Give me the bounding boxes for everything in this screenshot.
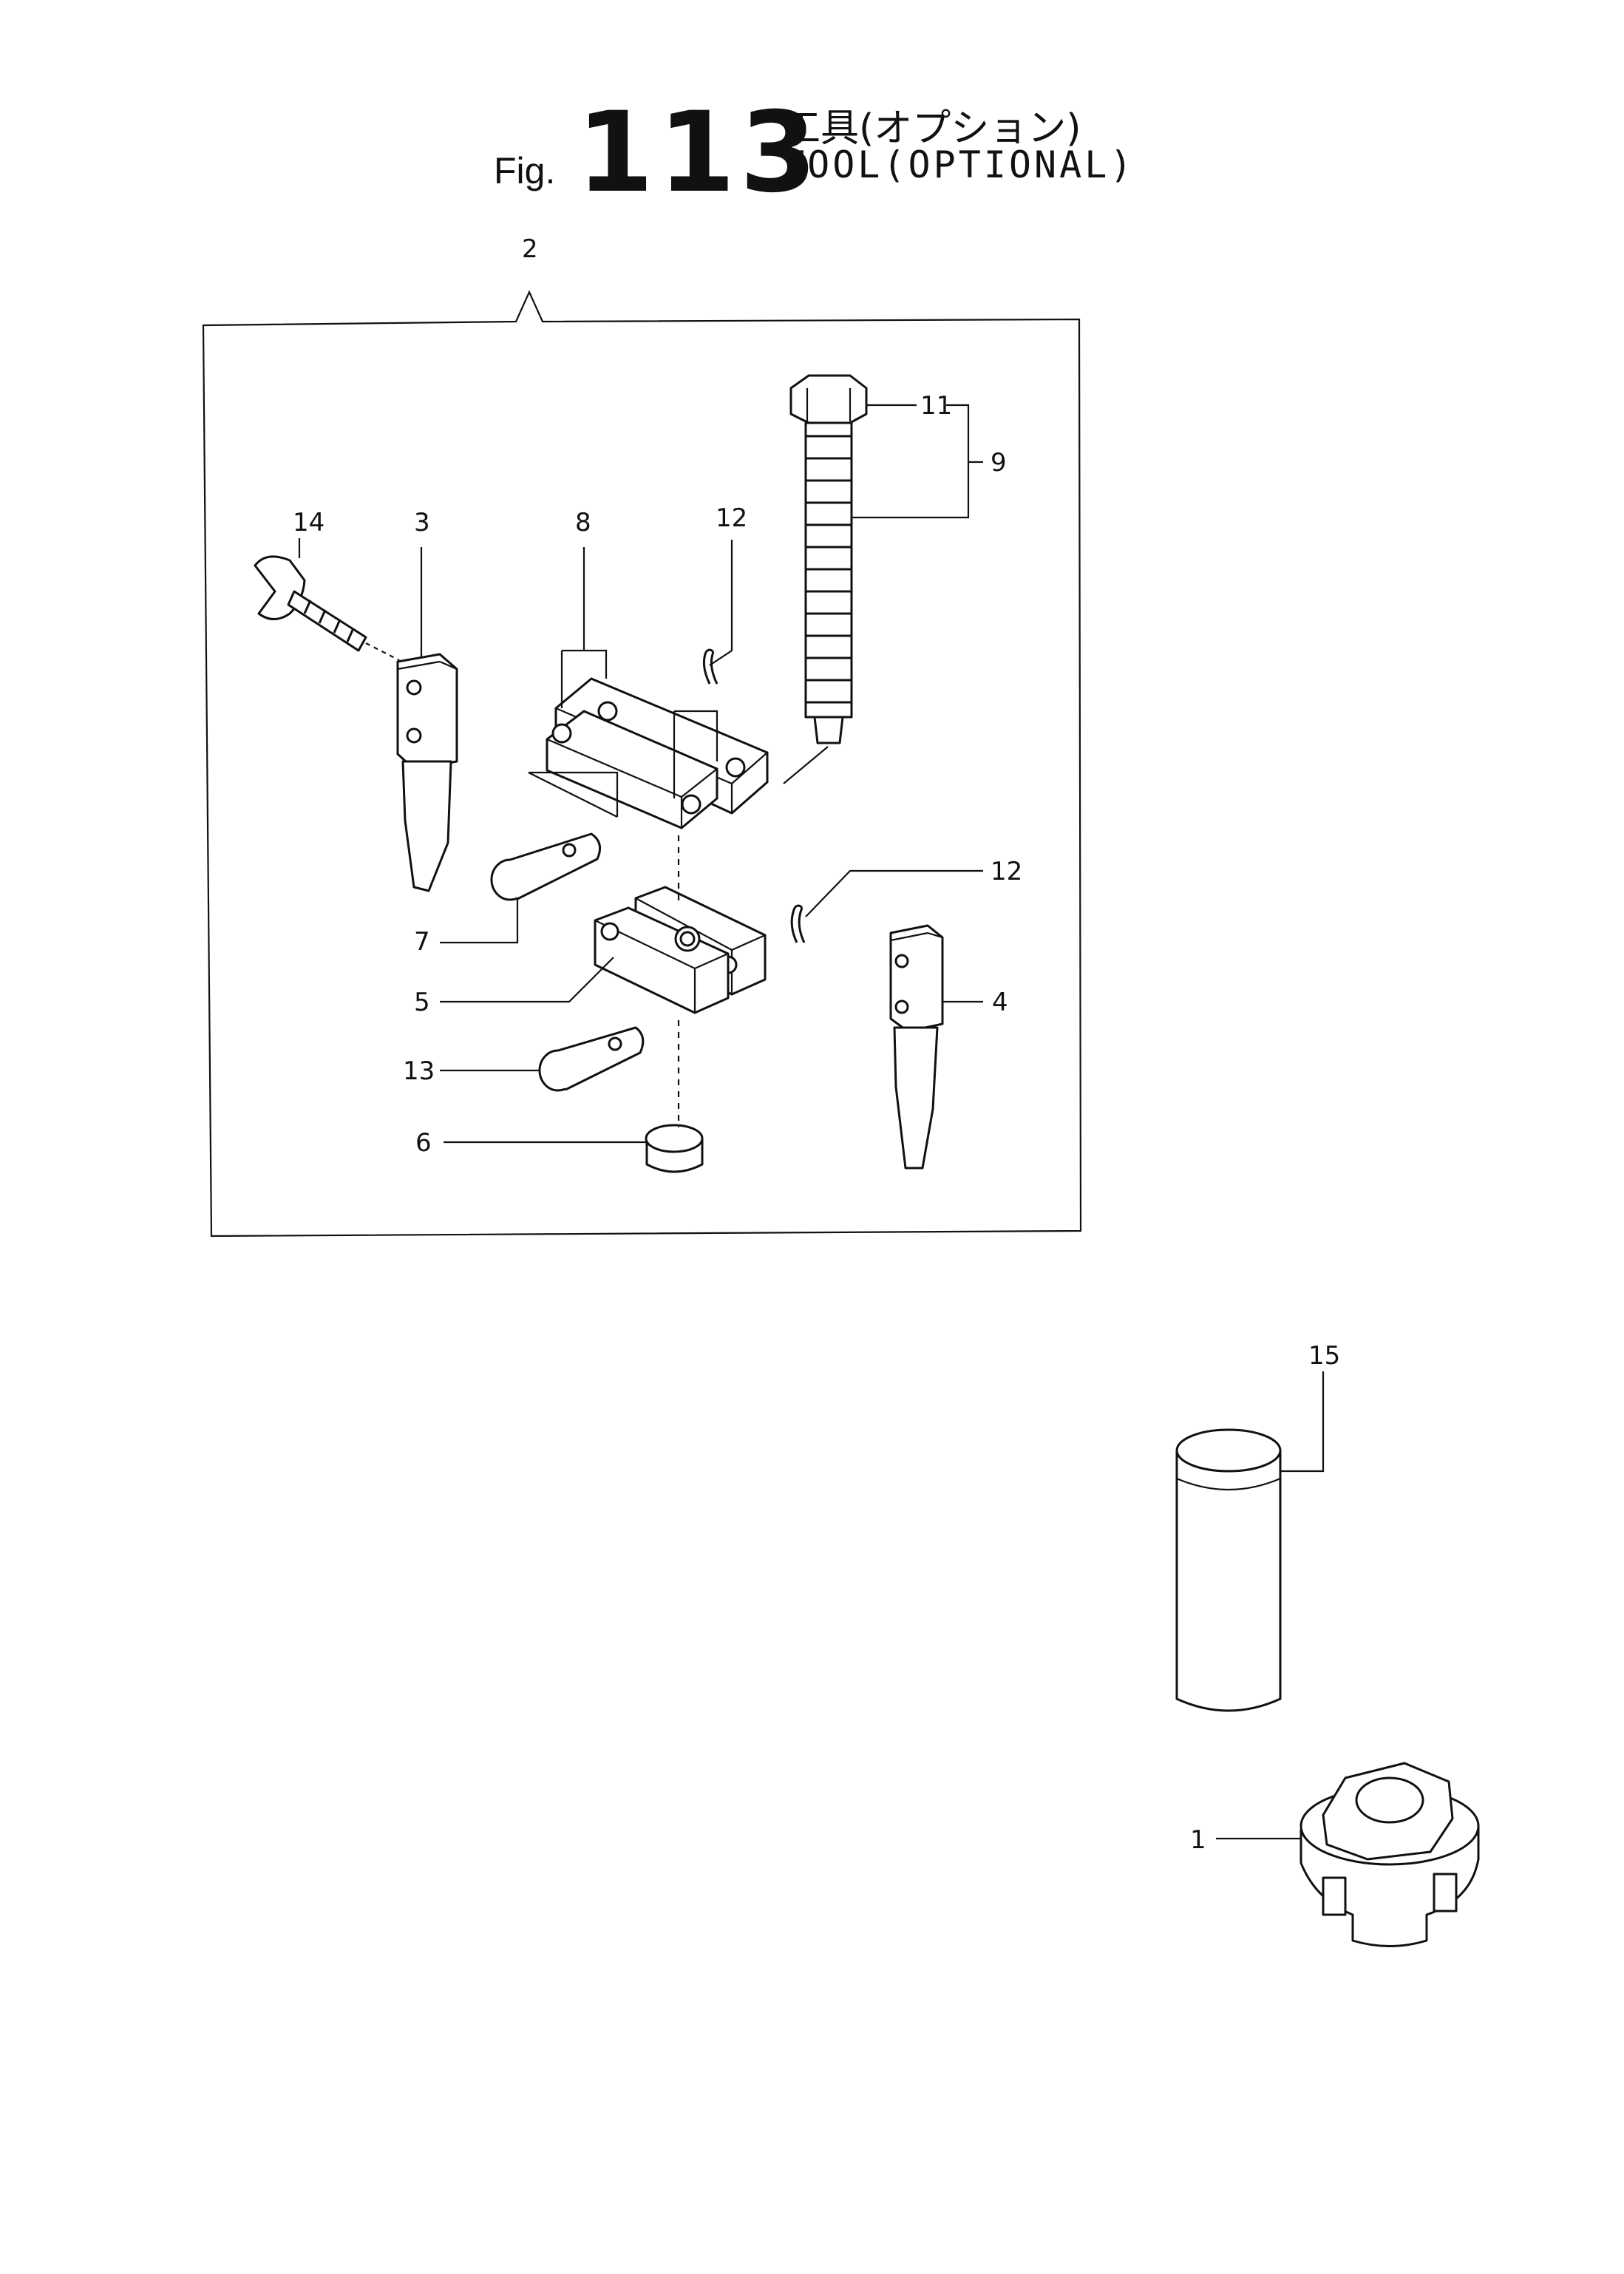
callout-8: 8 <box>575 508 591 537</box>
part-cylinder-15 <box>1175 1428 1282 1712</box>
callout-12-upper: 12 <box>716 503 747 533</box>
part-pin-13 <box>538 1026 645 1092</box>
callout-1: 1 <box>1190 1825 1206 1855</box>
bolt-leader <box>783 746 829 784</box>
callout-3: 3 <box>414 508 430 537</box>
callout-7: 7 <box>414 927 430 957</box>
part-yoke-5 <box>594 886 767 1014</box>
callout-5: 5 <box>414 988 430 1017</box>
part-spacer-6 <box>645 1124 704 1173</box>
callout-12-lower: 12 <box>991 857 1022 886</box>
part-bolt-9 <box>789 374 868 744</box>
callout-15: 15 <box>1308 1341 1340 1371</box>
assembly-frame-2 <box>202 290 1082 1238</box>
callout-6: 6 <box>415 1128 432 1158</box>
part-wing-screw-14 <box>254 555 400 661</box>
fig-label: Fig. <box>494 150 556 191</box>
callout-11: 11 <box>920 391 952 421</box>
part-jaw-4 <box>889 924 944 1170</box>
leader-lines <box>298 404 1325 1840</box>
callout-9: 9 <box>991 448 1007 478</box>
part-nut-1 <box>1299 1762 1480 1947</box>
callout-13: 13 <box>403 1056 435 1086</box>
title-japanese: 工具(オプション) <box>782 106 1081 151</box>
callout-14: 14 <box>293 508 325 537</box>
fig-number: 113 <box>577 89 822 217</box>
part-cotter-pin-12-lower <box>790 904 806 943</box>
callout-4: 4 <box>992 988 1008 1017</box>
part-pin-7 <box>490 771 619 901</box>
title-english: TOOL(OPTIONAL) <box>782 143 1135 186</box>
part-cotter-pin-12-upper <box>702 648 718 685</box>
callout-2: 2 <box>522 234 538 264</box>
part-jaw-3 <box>396 653 458 892</box>
figure-title: Fig. 113 工具(オプション) TOOL(OPTIONAL) <box>0 98 1624 208</box>
part-link-8 <box>546 649 769 829</box>
